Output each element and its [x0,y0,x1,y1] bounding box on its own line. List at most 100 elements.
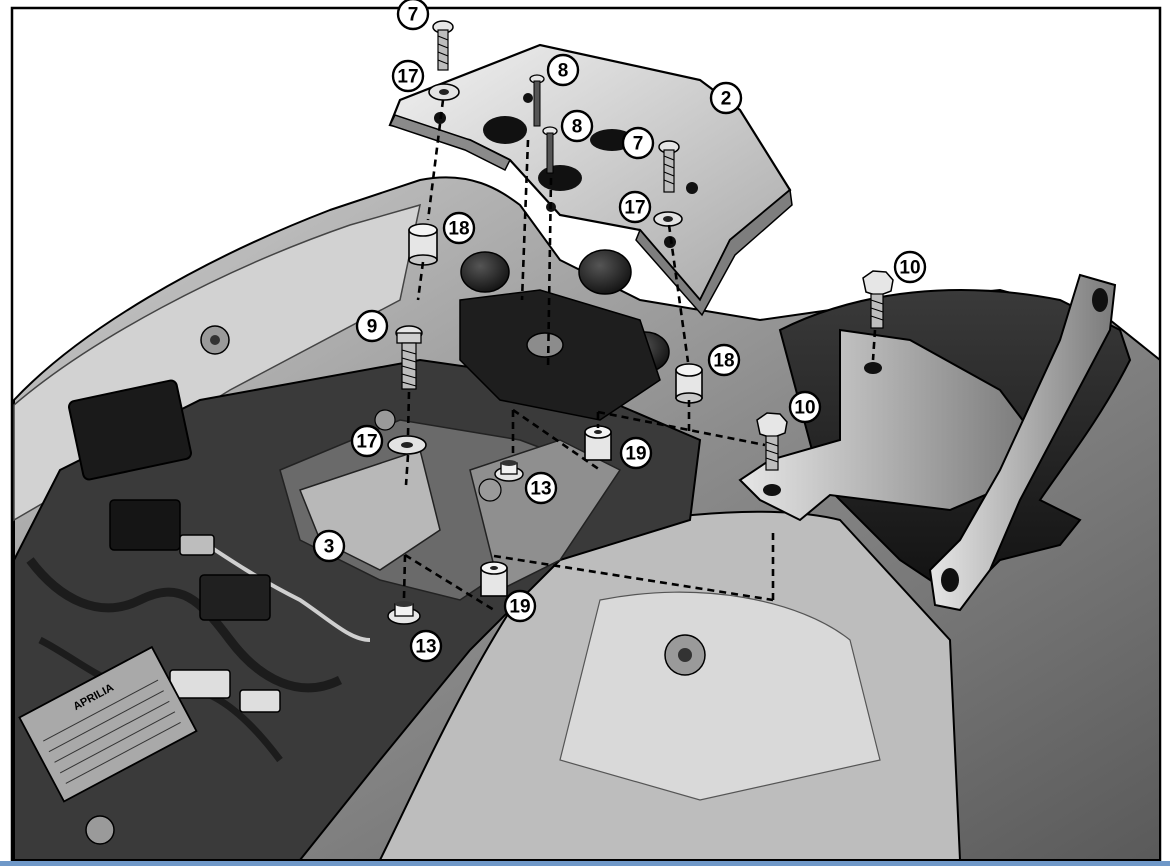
callout-label: 2 [721,89,732,110]
top-plate-2 [388,43,793,317]
callout-3: 3 [312,529,346,563]
washer-hole [663,216,673,222]
rail-hole [1092,288,1108,312]
callout-circle [312,529,346,563]
callout-circle [396,0,430,31]
callout-label: 10 [794,398,815,419]
callout-circle [350,424,384,458]
washer-hole [439,89,449,95]
callout-label: 10 [899,258,920,279]
rubber-grommet [460,251,510,293]
flange-nut-13 [387,601,421,625]
body-bolt [478,478,502,502]
callout-label: 9 [367,317,378,338]
dash-line [546,177,553,371]
rail-hole [941,568,959,592]
dash-line [512,408,601,472]
callout-label: 17 [356,432,377,453]
mount-hole [526,332,564,358]
callout-label: 17 [397,67,418,88]
spacer-18 [408,223,438,266]
plate-hole-small [523,93,533,103]
callout-circle [709,81,743,115]
callout-2: 2 [709,81,743,115]
callout-circle [621,126,655,160]
washer-hole [401,442,413,448]
screw-8 [529,74,545,127]
assembly-lines [402,99,877,612]
bolt-10 [756,412,788,471]
spacer-18 [675,363,703,404]
dash-line [597,410,766,447]
bolt-9 [395,325,423,390]
body-bolt [374,409,396,431]
rubber-grommet [578,249,632,295]
callout-7: 7 [621,126,655,160]
callout-label: 18 [448,219,469,240]
callout-label: 8 [558,61,569,82]
wire-light [198,538,371,642]
dash-line [404,454,410,486]
callout-10: 10 [893,250,927,284]
rear-rail-bracket [738,273,1117,612]
callout-18: 18 [707,343,741,377]
callout-label: 19 [509,597,530,618]
dash-line [871,329,877,361]
callout-circle [409,629,443,663]
callout-label: 18 [713,351,734,372]
callout-circle [503,589,537,623]
callout-19: 19 [503,589,537,623]
callout-17: 17 [391,59,425,93]
rail-upright [928,273,1117,612]
callout-label: 8 [572,117,583,138]
plate-edge [635,188,793,317]
callout-label: 19 [625,444,646,465]
id-label-plate: APRILIA [18,645,198,803]
screw-7 [432,20,454,71]
callout-label: 7 [633,134,644,155]
small-plug [179,534,215,556]
callout-17: 17 [350,424,384,458]
plate-hole [538,165,582,191]
relay-block [68,379,192,481]
fairing-highlight [559,591,881,801]
callout-10: 10 [788,390,822,424]
plate-edge [388,114,512,172]
bolt-10 [862,270,894,329]
body-bolt [85,815,115,845]
callout-label: 13 [530,479,551,500]
dash-line [426,99,445,221]
dash-line [416,261,425,301]
callout-18: 18 [442,211,476,245]
dash-line [404,553,495,612]
callout-circle [355,309,389,343]
callout-13: 13 [524,471,558,505]
callout-9: 9 [355,309,389,343]
body-bolt-center [678,648,692,662]
callout-label: 3 [324,537,335,558]
rail-hole [763,484,781,496]
flange-nut-13 [494,460,524,482]
callout-8: 8 [546,53,580,87]
plate-hole-small [686,182,698,194]
connector-block [109,499,181,551]
callout-13: 13 [409,629,443,663]
callout-circle [618,190,652,224]
screw-7 [658,140,680,193]
callout-circle [560,109,594,143]
callout-17: 17 [618,190,652,224]
callout-circle [442,211,476,245]
white-connector-2 [239,689,281,713]
white-connector [169,669,231,699]
callout-circle [788,390,822,424]
callout-label: 13 [415,637,436,658]
callout-circle [619,436,653,470]
callout-8: 8 [560,109,594,143]
callout-circle [707,343,741,377]
callout-circle [391,59,425,93]
spacer-19 [480,561,508,597]
wiring-harness [26,557,343,693]
bottom-bar [0,861,1170,866]
